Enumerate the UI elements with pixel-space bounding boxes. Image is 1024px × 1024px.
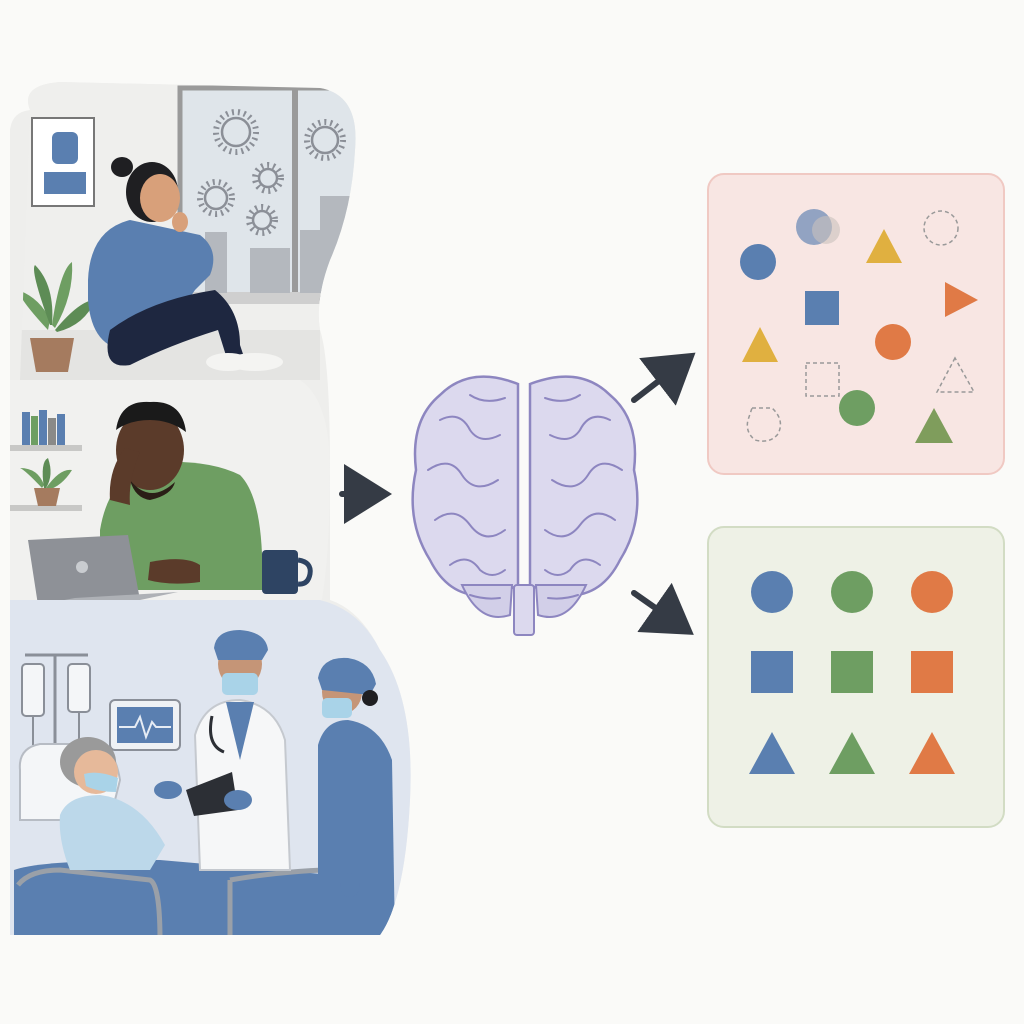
- virus-particles-icon: [197, 109, 346, 236]
- scene-remote-work-stress: [10, 380, 330, 610]
- scenes-column: [10, 82, 411, 935]
- person-at-laptop-icon: [100, 401, 263, 590]
- scene-isolation: [20, 82, 356, 380]
- coffee-mug-icon: [262, 550, 313, 594]
- orange-triangle-shape: [945, 282, 978, 317]
- blue-circle-shape: [740, 244, 776, 280]
- green-triangle-shape: [829, 732, 875, 774]
- framed-picture-icon: [31, 117, 95, 207]
- scene-hospital-care: [10, 600, 411, 935]
- iv-stand-icon: [21, 653, 91, 800]
- yellow-triangle-shape-2: [742, 327, 778, 362]
- disordered-shapes-panel: [707, 173, 1005, 475]
- green-triangle-shape: [915, 408, 953, 443]
- dashed-square-outline-shape: [805, 362, 840, 397]
- yellow-triangle-shape: [866, 229, 902, 263]
- heart-monitor-icon: [109, 699, 181, 751]
- dashed-broken-circle-shape: [746, 407, 782, 442]
- blue-square-shape: [805, 291, 839, 325]
- patient-icon: [59, 737, 165, 870]
- orange-triangle-shape: [909, 732, 955, 774]
- person-sitting-by-window-icon: [88, 157, 283, 371]
- green-circle-shape: [839, 390, 875, 426]
- blue-square-shape: [751, 651, 793, 693]
- potted-plant-icon: [20, 262, 95, 372]
- orange-circle-shape: [911, 571, 953, 613]
- orange-circle-shape: [875, 324, 911, 360]
- bookshelf-icon: [10, 410, 82, 511]
- small-plant-icon: [20, 458, 72, 506]
- faded-circle-shape: [812, 216, 840, 244]
- green-square-shape: [831, 651, 873, 693]
- nurse-icon: [318, 657, 395, 935]
- arrows: [339, 352, 696, 635]
- blue-circle-shape: [751, 571, 793, 613]
- doctor-icon: [154, 630, 292, 871]
- green-circle-shape: [831, 571, 873, 613]
- arrow-to-ordered: [631, 582, 694, 635]
- brain-icon: [411, 375, 639, 636]
- orange-square-shape: [911, 651, 953, 693]
- blue-triangle-shape: [749, 732, 795, 774]
- dashed-triangle-outline-shape: [935, 356, 976, 393]
- dashed-circle-outline-shape: [923, 210, 959, 246]
- arrow-to-disordered: [631, 352, 696, 406]
- ordered-shapes-panel: [707, 526, 1005, 828]
